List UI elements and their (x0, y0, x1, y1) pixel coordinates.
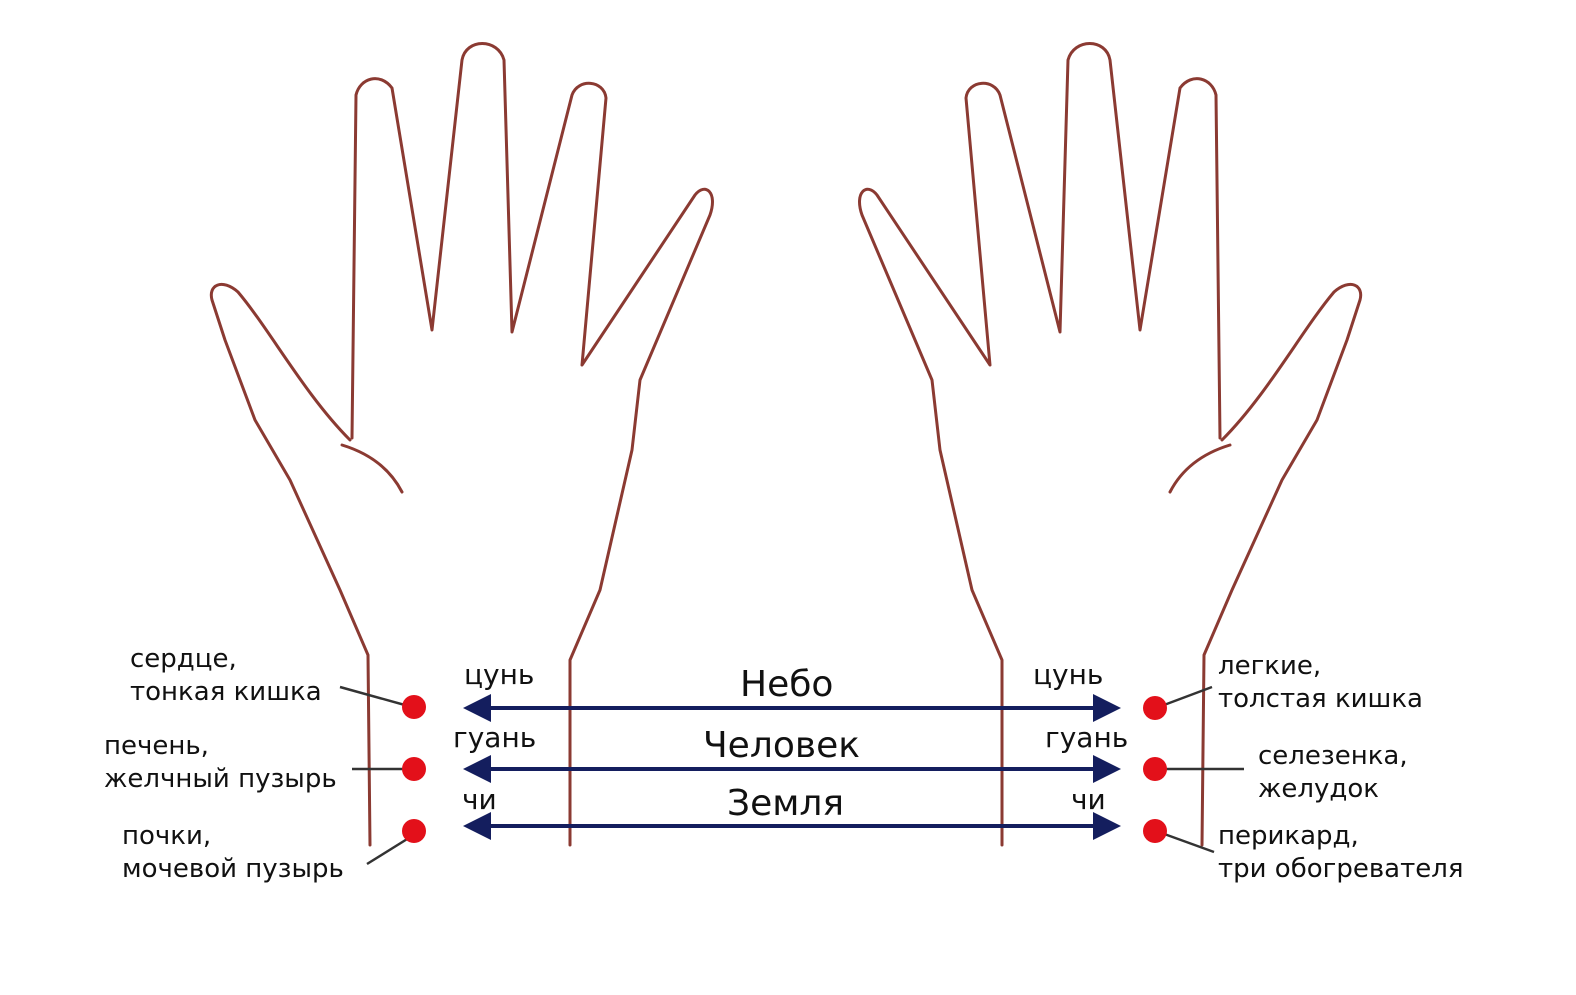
pulse-point-right-guan (1143, 757, 1167, 781)
left-hand-ulnar-edge (209, 282, 372, 847)
right-hand-thumb-crease (1168, 443, 1232, 494)
left-organ-2-line1: печень, (104, 731, 209, 761)
right-organ-1-line1: легкие, (1218, 651, 1322, 681)
right-organ-2-line2: желудок (1258, 774, 1380, 804)
level-heaven: Небо (740, 664, 834, 705)
left-organ-label-liver: печень, желчный пузырь (104, 730, 337, 796)
right-organ-label-lungs: легкие, толстая кишка (1218, 650, 1423, 716)
left-organ-1-line2: тонкая кишка (130, 677, 322, 707)
level-human: Человек (703, 725, 860, 766)
pulse-point-right-cun (1143, 696, 1167, 720)
left-organ-3-line2: мочевой пузырь (122, 854, 344, 884)
right-organ-3-line2: три обогревателя (1218, 854, 1464, 884)
right-organ-label-pericardium: перикард, три обогревателя (1218, 820, 1463, 886)
left-organ-label-kidneys: почки, мочевой пузырь (122, 820, 344, 886)
left-organ-3-line1: почки, (122, 821, 212, 851)
left-hand-thumb-crease (340, 443, 404, 494)
right-organ-label-spleen: селезенка, желудок (1258, 740, 1408, 806)
leader-line-kidneys (366, 834, 413, 866)
position-left-guan: гуань (453, 721, 537, 754)
pulse-point-right-chi (1143, 819, 1167, 843)
right-organ-3-line1: перикард, (1218, 821, 1359, 851)
right-organ-2-line1: селезенка, (1258, 741, 1408, 771)
right-hand-ulnar-edge (1200, 282, 1363, 847)
right-organ-1-line2: толстая кишка (1218, 684, 1423, 714)
left-organ-2-line2: желчный пузырь (104, 764, 337, 794)
pulse-point-left-guan (402, 757, 426, 781)
position-right-guan: гуань (1045, 721, 1129, 754)
left-organ-label-heart: сердце, тонкая кишка (130, 643, 322, 709)
pulse-point-left-cun (402, 695, 426, 719)
position-left-cun: цунь (464, 658, 535, 691)
pulse-point-left-chi (402, 819, 426, 843)
left-hand-fingers (350, 42, 714, 847)
left-organ-1-line1: сердце, (130, 644, 237, 674)
right-hand-outline (858, 42, 1363, 847)
right-hand-fingers (858, 42, 1222, 847)
level-earth: Земля (727, 783, 845, 824)
position-right-chi: чи (1071, 783, 1106, 816)
position-left-chi: чи (462, 783, 497, 816)
left-hand-outline (209, 42, 714, 847)
position-right-cun: цунь (1033, 658, 1104, 691)
leader-line-heart (339, 685, 413, 709)
